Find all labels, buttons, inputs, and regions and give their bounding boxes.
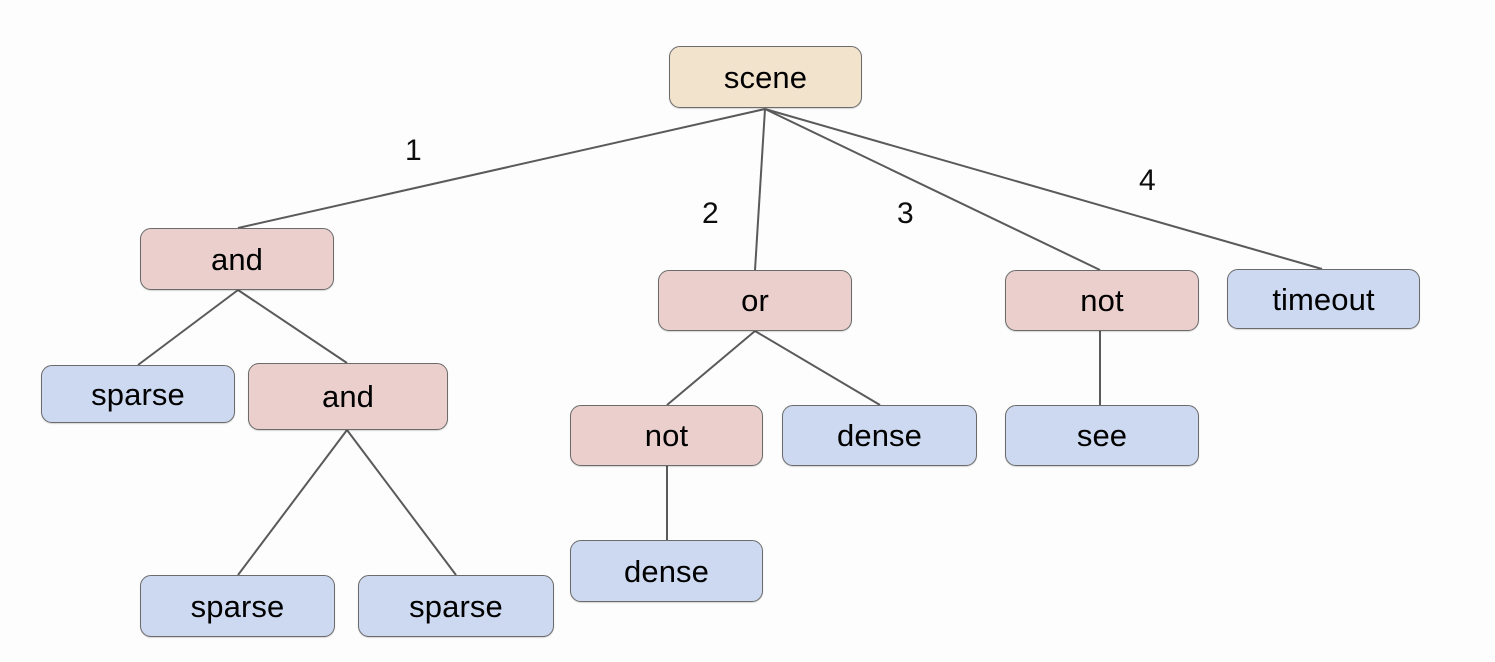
tree-node-label: scene [723,59,808,95]
tree-node-label: sparse [190,588,285,624]
tree-edge [237,289,348,364]
tree-edge [666,330,756,406]
edge-label-3: 3 [897,197,914,230]
tree-edge [754,108,766,271]
tree-node-not1[interactable]: not [1005,270,1199,331]
edge-label-2: 2 [702,197,719,230]
tree-node-sparse3[interactable]: sparse [358,575,554,637]
tree-node-label: dense [837,418,922,453]
tree-node-sparse2[interactable]: sparse [140,575,335,637]
tree-node-and2[interactable]: and [248,363,448,430]
tree-edge [754,330,881,406]
tree-node-not2[interactable]: not [570,405,763,466]
tree-node-label: and [321,379,375,414]
tree-node-and1[interactable]: and [140,228,334,290]
edge-label-4: 4 [1139,164,1156,197]
tree-node-see1[interactable]: see [1005,405,1199,466]
tree-node-label: sparse [409,588,503,624]
tree-node-label: dense [624,553,709,589]
tree-node-label: not [644,418,689,453]
tree-edge [764,108,1323,270]
tree-node-dense2[interactable]: dense [570,540,763,602]
tree-node-label: or [741,283,769,318]
tree-node-label: not [1080,283,1124,318]
tree-edge [237,108,766,229]
tree-node-dense1[interactable]: dense [782,405,977,466]
tree-edge [237,429,348,576]
tree-edge [137,289,239,366]
tree-node-sparse1[interactable]: sparse [41,365,235,423]
tree-node-label: sparse [91,376,185,412]
tree-edge [346,429,457,576]
tree-node-or1[interactable]: or [658,270,852,331]
tree-node-label: see [1076,418,1128,453]
tree-edge [764,108,1101,271]
tree-node-label: timeout [1272,281,1375,317]
edge-label-1: 1 [405,134,422,167]
tree-node-scene[interactable]: scene [669,46,862,108]
tree-node-label: and [210,241,264,277]
tree-node-timeout1[interactable]: timeout [1227,269,1420,329]
